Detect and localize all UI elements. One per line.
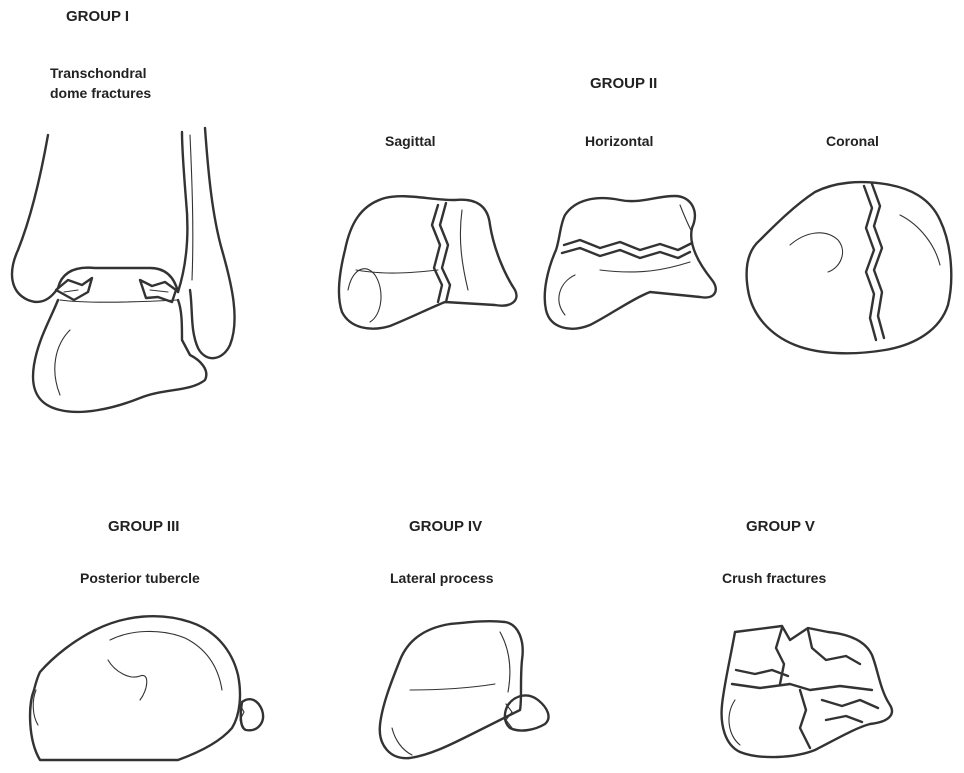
group-1-ankle-illustration [12, 128, 235, 412]
horizontal-fracture-illustration [545, 196, 716, 329]
posterior-tubercle-fracture-illustration [30, 616, 263, 760]
crush-fracture-illustration [722, 626, 892, 757]
lateral-process-fracture-illustration [380, 621, 549, 758]
sagittal-fracture-illustration [339, 196, 516, 328]
coronal-fracture-illustration [747, 182, 952, 353]
